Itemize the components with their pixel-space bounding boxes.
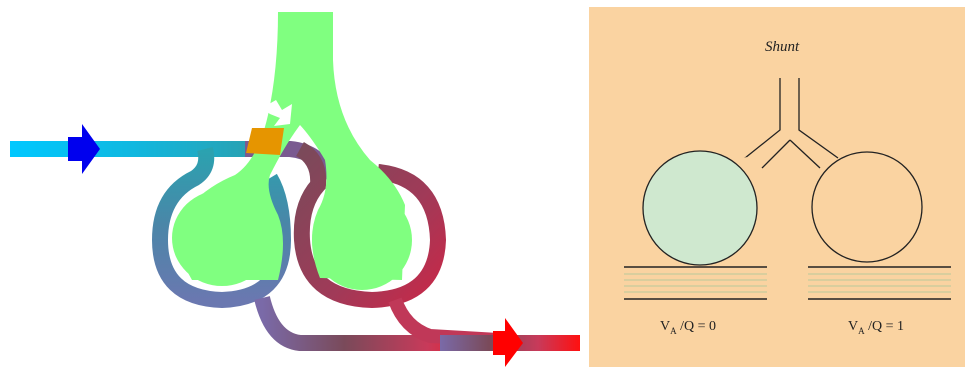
outflow-arrow — [493, 318, 523, 367]
shunt-title: Shunt — [765, 39, 800, 55]
right-alveolus — [312, 190, 412, 290]
left-alveolus — [172, 190, 272, 286]
obstruction-band — [246, 128, 284, 155]
right-vq-label: VA /Q = 1 — [848, 319, 904, 336]
left-panel — [10, 12, 580, 367]
inflow-vessel — [10, 141, 255, 157]
right-outflow-vessel — [395, 300, 498, 340]
right-panel: Shunt — [589, 7, 965, 367]
right-alveolus-ventilated — [812, 152, 922, 262]
left-vq-label: VA /Q = 0 — [660, 319, 716, 336]
inflow-arrow — [68, 124, 100, 174]
left-alveolus-unventilated — [643, 151, 757, 265]
